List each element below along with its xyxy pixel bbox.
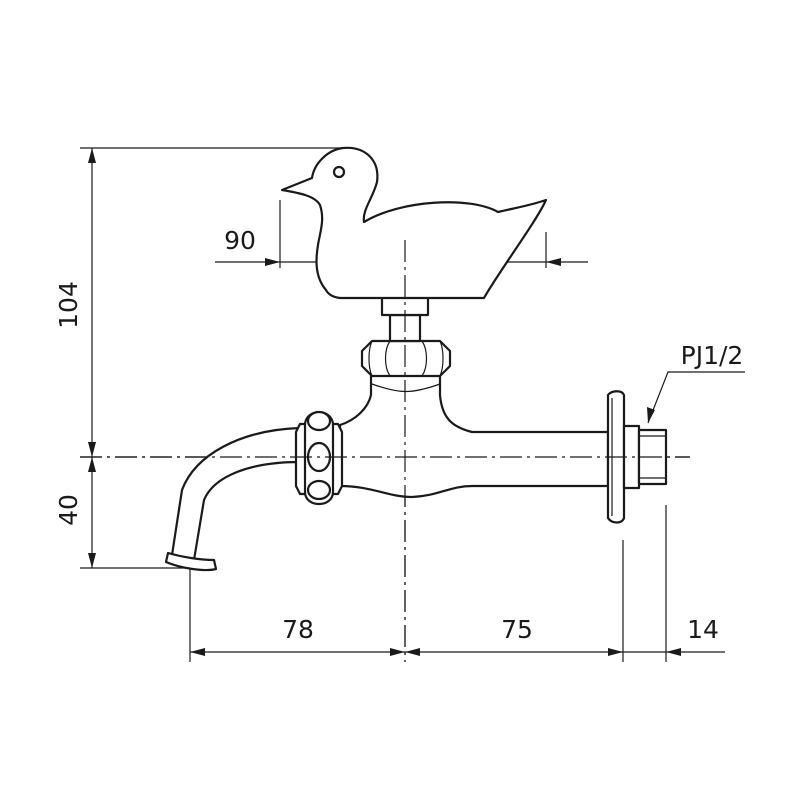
- dimension-78-label: 78: [282, 615, 314, 644]
- duck-handle: [280, 146, 548, 300]
- arrow-top: [88, 148, 96, 163]
- spout-tip: [164, 551, 218, 572]
- arrow-bottom: [88, 553, 96, 568]
- duck-eye: [332, 165, 346, 179]
- arrow-14-left: [666, 648, 681, 656]
- hex-nut-facets: [368, 340, 444, 377]
- thread-leader-line: [647, 371, 745, 424]
- arrow-thread-leader: [647, 407, 655, 423]
- nut-bead-3: [306, 479, 332, 501]
- arrow-75-left: [405, 648, 420, 656]
- arrow-handle-right: [546, 258, 561, 266]
- arrow-mid-up: [88, 442, 96, 457]
- body-collar-curve: [371, 383, 441, 393]
- arrow-75-right: [608, 648, 623, 656]
- spout: [170, 426, 302, 562]
- arrow-mid-down: [88, 457, 96, 472]
- nut-bead-1: [306, 410, 332, 432]
- arrow-78-right: [390, 648, 405, 656]
- dimension-75-label: 75: [501, 615, 533, 644]
- dimension-14-label: 14: [687, 615, 719, 644]
- thread-spec-label: PJ1/2: [681, 341, 744, 370]
- dimension-90-label: 90: [224, 226, 256, 255]
- dimension-40-label: 40: [54, 494, 83, 526]
- hex-nut: [360, 339, 452, 378]
- arrow-78-left: [190, 648, 205, 656]
- arrow-handle-left: [265, 258, 280, 266]
- dimension-104-label: 104: [54, 281, 83, 329]
- faucet-body: [338, 371, 610, 499]
